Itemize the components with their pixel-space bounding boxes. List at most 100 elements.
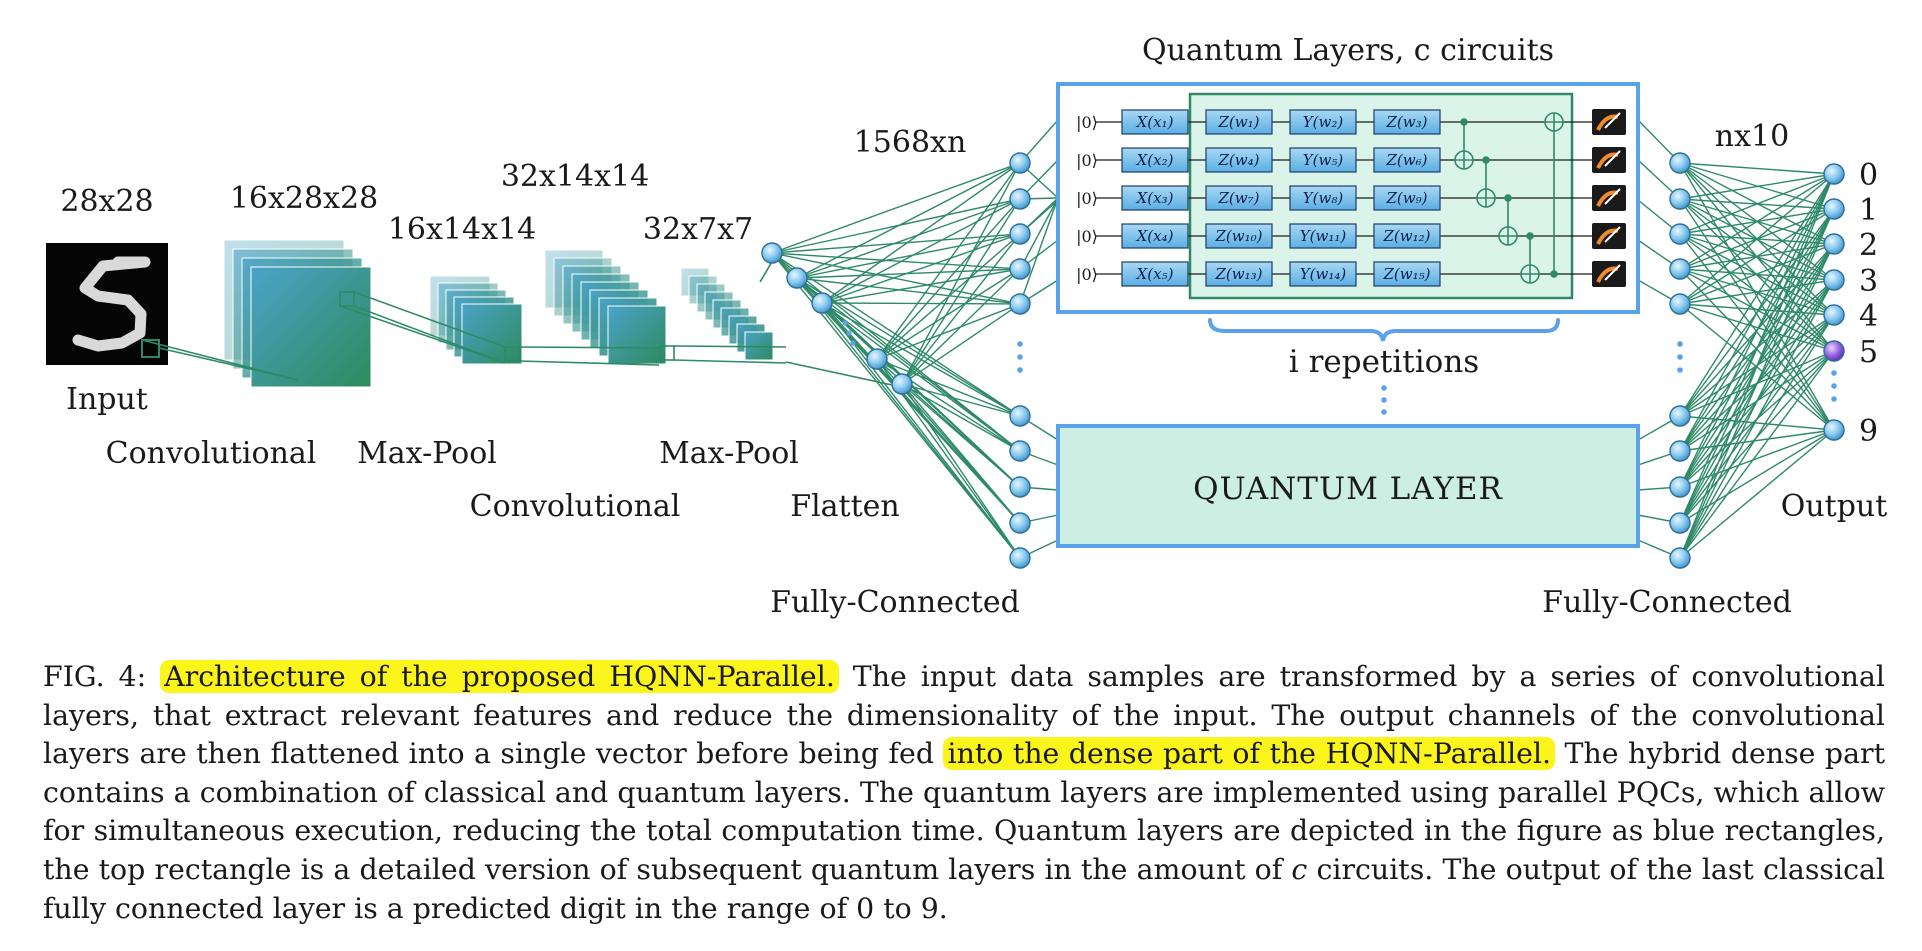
pool1-label: Max-Pool xyxy=(357,436,497,471)
quantum-layer-detailed: |0⟩X(x₁)Z(w₁)Y(w₂)Z(w₃)|0⟩X(x₂)Z(w₄)Y(w₅… xyxy=(1056,82,1640,314)
gate-label: Y(w₈) xyxy=(1303,189,1344,207)
output-node xyxy=(1823,269,1845,291)
connection-line xyxy=(796,162,1021,279)
connection-line xyxy=(876,268,1021,360)
output-digit-9: 9 xyxy=(1859,414,1878,449)
connection-line xyxy=(901,383,1021,524)
caption-prefix: FIG. 4: xyxy=(43,660,161,693)
fc1-node xyxy=(1009,512,1031,534)
output-digit-0: 0 xyxy=(1859,158,1878,193)
conv1-map xyxy=(250,266,372,388)
conv2-size-label: 32x14x14 xyxy=(501,159,649,194)
init-state-label: |0⟩ xyxy=(1076,265,1098,284)
gate-label: Z(w₉) xyxy=(1386,189,1428,207)
connection-line xyxy=(1679,415,1835,431)
conv2-feature-maps xyxy=(544,249,667,365)
input-label: Input xyxy=(66,382,148,417)
gate-label: Z(w₁₃) xyxy=(1215,265,1263,283)
connection-line xyxy=(876,303,1021,360)
connection-line xyxy=(876,162,1021,360)
connection-line xyxy=(796,277,1021,305)
gate-z1 xyxy=(1205,185,1273,211)
gate-x xyxy=(1121,223,1189,249)
conv2-label: Convolutional xyxy=(470,489,681,524)
meter-needle xyxy=(1604,150,1621,167)
connection-line xyxy=(1679,173,1835,270)
init-state-label: |0⟩ xyxy=(1076,189,1098,208)
flatten-label: Flatten xyxy=(790,489,899,524)
connection-line xyxy=(771,162,1021,254)
cnot-control xyxy=(1504,194,1512,202)
gate-x xyxy=(1121,109,1189,135)
gate-label: Z(w₁₂) xyxy=(1383,227,1431,245)
repetitions-brace xyxy=(1208,318,1560,342)
conv1-feature-maps xyxy=(223,239,372,388)
connection-line xyxy=(821,302,1021,559)
gate-label: Z(w₁₅) xyxy=(1383,265,1431,283)
output-node xyxy=(1823,419,1845,441)
connection-line xyxy=(901,383,1021,452)
gate-z2 xyxy=(1373,223,1441,249)
fc2-node xyxy=(1669,188,1691,210)
connection-line xyxy=(901,233,1021,385)
init-state-label: |0⟩ xyxy=(1076,151,1098,170)
connection-line xyxy=(1679,173,1835,417)
connection-line xyxy=(901,162,1021,385)
gate-y xyxy=(1289,109,1357,135)
output-digit-4: 4 xyxy=(1859,299,1878,334)
connection-line xyxy=(796,198,1021,279)
figure-caption: FIG. 4: Architecture of the proposed HQN… xyxy=(43,658,1885,928)
output-digit-1: 1 xyxy=(1859,193,1878,228)
pool1-map xyxy=(461,303,523,365)
caption-text-3: circuits. The output of the last classic… xyxy=(43,852,1885,925)
connection-line xyxy=(876,358,1021,417)
fc2-node xyxy=(1669,512,1691,534)
cnot-control xyxy=(1526,232,1534,240)
ellipsis-dots xyxy=(842,320,1837,402)
caption-text-2: The hybrid dense part contains a combina… xyxy=(43,737,1885,886)
caption-highlight-1: Architecture of the proposed HQNN-Parall… xyxy=(160,660,839,693)
gate-z2 xyxy=(1373,261,1441,287)
gate-label: Y(w₁₁) xyxy=(1300,227,1347,245)
meter-needle xyxy=(1604,226,1621,243)
connection-line xyxy=(901,383,1021,559)
repetition-dots xyxy=(1381,385,1387,415)
init-state-label: |0⟩ xyxy=(1076,113,1098,132)
gate-x xyxy=(1121,261,1189,287)
gate-y xyxy=(1289,147,1357,173)
gate-y xyxy=(1289,261,1357,287)
gate-z1 xyxy=(1205,109,1273,135)
flatten-node xyxy=(761,242,783,264)
connection-line xyxy=(1679,173,1835,524)
fc1-node xyxy=(1009,405,1031,427)
gate-label: Z(w₇) xyxy=(1218,189,1260,207)
connection-line xyxy=(1679,198,1835,431)
fc1-node xyxy=(1009,188,1031,210)
gate-z1 xyxy=(1205,223,1273,249)
connection-line xyxy=(1679,173,1835,559)
connection-line xyxy=(901,383,1021,488)
measurement-icon xyxy=(1592,147,1626,173)
gate-label: Y(w₁₄) xyxy=(1300,265,1347,283)
conv1-size-label: 16x28x28 xyxy=(230,181,378,216)
flatten-node xyxy=(866,348,888,370)
output-node xyxy=(1823,163,1845,185)
measurement-icon xyxy=(1592,261,1626,287)
connection-line xyxy=(1679,303,1835,316)
connection-line xyxy=(1679,173,1835,452)
quantum-title-label: Quantum Layers, c circuits xyxy=(1142,33,1554,68)
measurement-icon xyxy=(1592,185,1626,211)
fc2-label: Fully-Connected xyxy=(1542,585,1792,620)
fc1-label: Fully-Connected xyxy=(770,585,1020,620)
connection-line xyxy=(901,383,1021,417)
connection-line xyxy=(1679,279,1835,559)
connection-line xyxy=(1679,162,1835,175)
fc2-node xyxy=(1669,152,1691,174)
fc1-node xyxy=(1009,440,1031,462)
fc2-node xyxy=(1669,293,1691,315)
gate-z2 xyxy=(1373,185,1441,211)
connection-lines xyxy=(771,119,1835,559)
connection-line xyxy=(1019,197,1059,270)
fc1-node xyxy=(1009,152,1031,174)
